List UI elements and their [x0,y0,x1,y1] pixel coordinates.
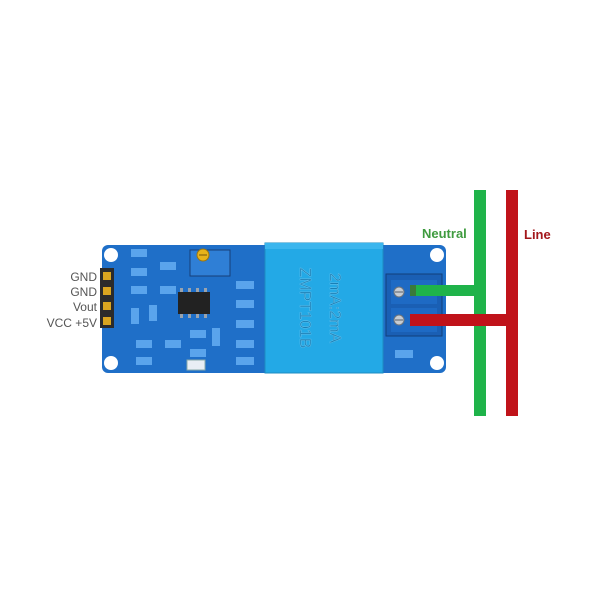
potentiometer [189,248,231,277]
smd-components [131,249,413,365]
pin-header [100,268,114,328]
transformer [264,242,384,374]
mounting-hole [104,248,118,262]
op-amp-ic [178,288,210,318]
neutral-label: Neutral [422,226,467,241]
transformer-rating-label: 2mA:2mA [326,273,343,344]
mounting-hole [104,356,118,370]
pin-label-vout: Vout [72,300,97,314]
pin-label-vcc: VCC +5V [46,316,97,330]
transformer-model-label: ZMPT101B [296,268,313,349]
line-wire [410,190,518,416]
led-component [186,359,206,371]
screw-terminal [385,273,443,337]
line-label: Line [524,227,551,242]
pin-label-gnd-1: GND [70,270,97,284]
neutral-wire [410,190,486,416]
mounting-hole [430,248,444,262]
pin-label-gnd-2: GND [70,285,97,299]
mounting-hole [430,356,444,370]
